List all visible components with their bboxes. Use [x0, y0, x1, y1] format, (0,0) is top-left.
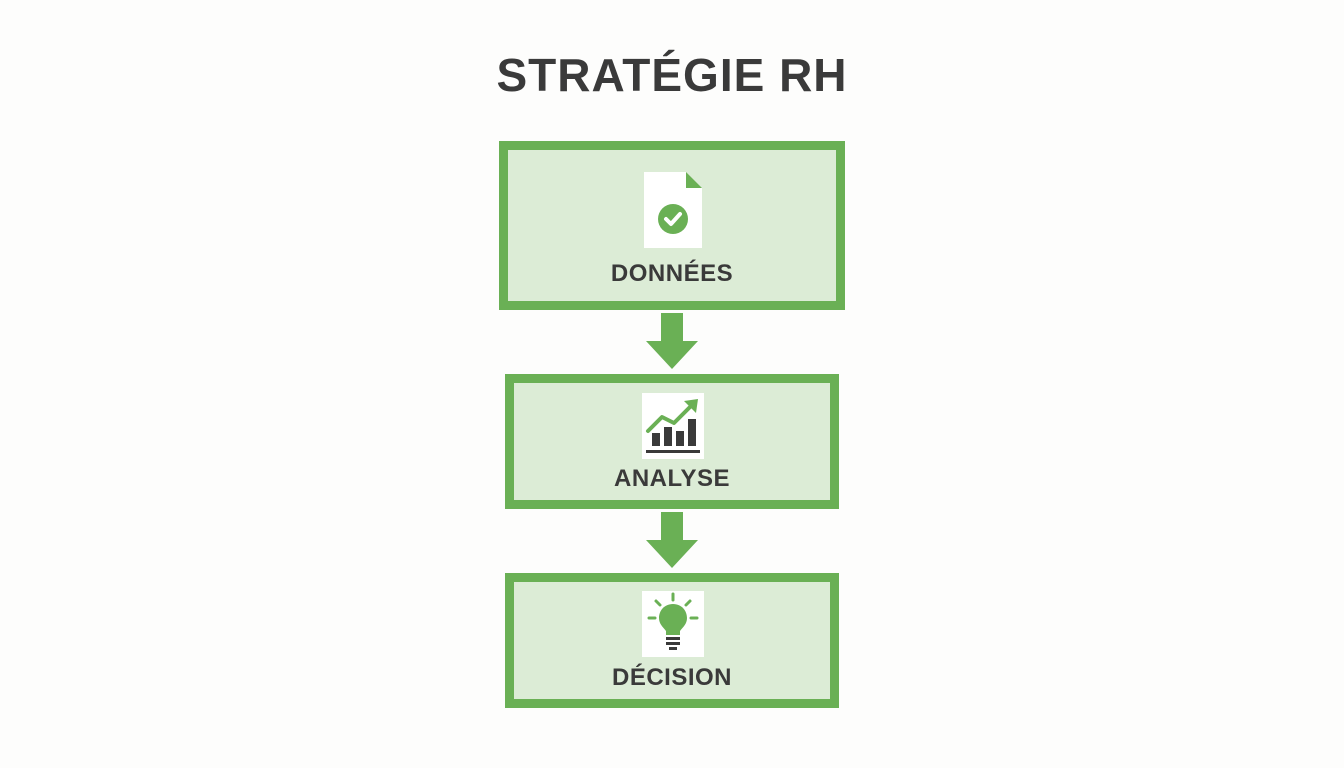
- arrow-down-icon: [646, 512, 698, 568]
- document-check-icon: [640, 170, 704, 250]
- step-label: ANALYSE: [614, 465, 730, 492]
- arrow-down-icon: [646, 313, 698, 369]
- bar-chart-growth-icon: [642, 393, 704, 459]
- diagram-title: STRATÉGIE RH: [496, 49, 848, 101]
- step-donnees: DONNÉES: [499, 141, 845, 310]
- step-label: DÉCISION: [611, 664, 732, 691]
- step-decision: DÉCISION: [505, 573, 839, 708]
- step-label: DONNÉES: [610, 260, 734, 287]
- lightbulb-icon: [642, 591, 704, 657]
- step-analyse: ANALYSE: [505, 374, 839, 509]
